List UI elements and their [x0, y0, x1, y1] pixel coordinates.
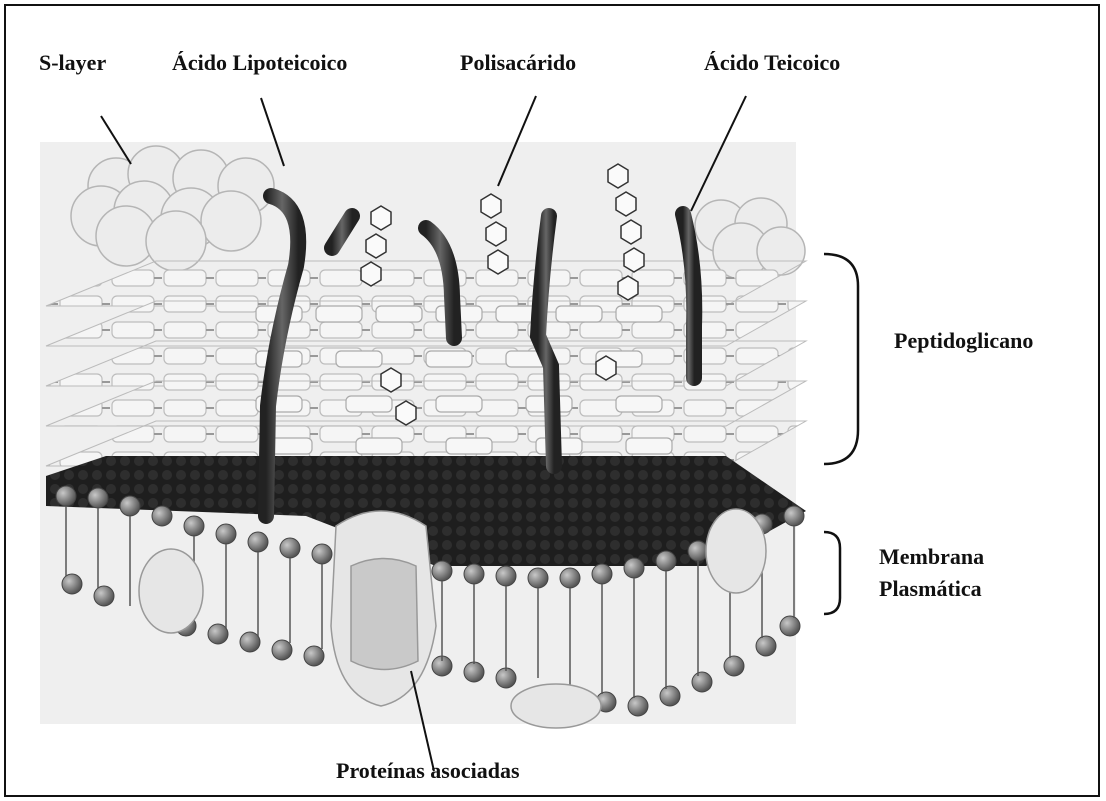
polysaccharide-label: Polisacárido — [460, 50, 576, 75]
teichoic-acid-label: Ácido Teicoico — [704, 50, 840, 75]
proteins-label: Proteínas asociadas — [336, 758, 520, 783]
membrane-label-line1: Membrana — [879, 544, 984, 569]
membrane-bracket — [824, 532, 840, 614]
figure-frame: S-layer Ácido Lipoteicoico Polisacárido … — [4, 4, 1100, 797]
cell-wall-illustration — [6, 6, 1102, 799]
membrane-label-line2: Plasmática — [879, 576, 982, 601]
peptidoglycan-label: Peptidoglicano — [894, 328, 1033, 353]
s-layer-label: S-layer — [39, 50, 106, 75]
peptidoglycan-bracket — [824, 254, 858, 464]
lipoteichoic-acid-label: Ácido Lipoteicoico — [172, 50, 347, 75]
